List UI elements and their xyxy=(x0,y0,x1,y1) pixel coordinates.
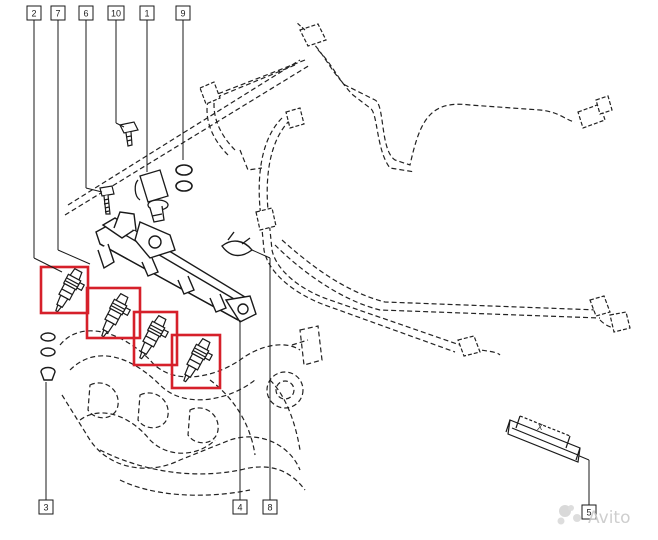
callout-5: 5 xyxy=(581,504,597,520)
watermark-logo-text: Avito xyxy=(588,508,630,528)
fuel-lines-dashed xyxy=(64,39,623,356)
fuel-injector-1 xyxy=(55,267,86,313)
highlight-box-4 xyxy=(170,333,222,390)
avito-dots-icon xyxy=(557,505,581,525)
svg-text:1: 1 xyxy=(144,9,149,19)
bracket-5 xyxy=(505,415,581,463)
callout-boxes: 2 7 6 10 1 9 3 4 xyxy=(26,5,597,520)
screw-10 xyxy=(119,121,139,147)
callout-7: 7 xyxy=(50,5,66,21)
engine-block-dashed xyxy=(59,325,323,496)
callout-leaders xyxy=(33,20,590,505)
svg-text:8: 8 xyxy=(267,503,272,513)
pressure-regulator xyxy=(134,169,169,223)
callout-8: 8 xyxy=(262,499,278,515)
bolt-6 xyxy=(99,185,115,215)
svg-text:3: 3 xyxy=(43,503,48,513)
fuel-injector-3 xyxy=(139,314,170,360)
injector-seals-3 xyxy=(40,332,56,381)
callout-4: 4 xyxy=(232,499,248,515)
fuel-injector-2 xyxy=(101,292,132,338)
watermark: Avito xyxy=(557,505,630,528)
svg-text:2: 2 xyxy=(31,9,36,19)
callout-2: 2 xyxy=(26,5,42,21)
svg-text:6: 6 xyxy=(83,9,88,19)
svg-text:9: 9 xyxy=(180,9,185,19)
o-rings-9 xyxy=(175,164,193,192)
injectors-group xyxy=(55,267,214,383)
callout-10: 10 xyxy=(107,5,125,21)
seal-8 xyxy=(221,231,253,257)
line-connectors xyxy=(199,21,631,357)
highlight-boxes xyxy=(39,265,222,390)
highlight-box-3 xyxy=(132,310,179,367)
svg-text:5: 5 xyxy=(586,508,591,518)
svg-text:4: 4 xyxy=(237,503,242,513)
callout-1: 1 xyxy=(139,5,155,21)
callout-3: 3 xyxy=(38,499,54,515)
fuel-injector-4 xyxy=(183,337,214,383)
dimension-label: X xyxy=(536,423,543,432)
fuel-rail xyxy=(95,211,257,323)
svg-text:7: 7 xyxy=(55,9,60,19)
callout-9: 9 xyxy=(175,5,191,21)
svg-text:10: 10 xyxy=(111,9,121,19)
callout-6: 6 xyxy=(78,5,94,21)
